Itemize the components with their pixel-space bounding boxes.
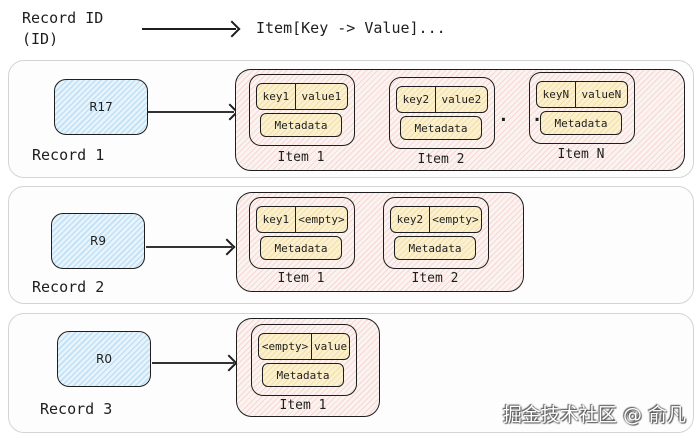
legend-id-abbrev: (ID) [22, 30, 59, 48]
metadata: Metadata [400, 116, 482, 140]
record-1-id: R17 [89, 100, 113, 114]
item-label: Item 2 [417, 152, 465, 167]
key-value-pair: key2<empty> [390, 206, 482, 233]
value: value [314, 340, 348, 353]
key-value-pair: key2 value2 [396, 86, 488, 113]
key: key1 [257, 207, 296, 232]
item-label: Item 2 [411, 271, 459, 286]
record-2-label: Record 2 [32, 278, 105, 296]
ellipsis: . . [498, 105, 549, 126]
record-2-arrow [146, 246, 232, 248]
key: key2 [397, 87, 436, 112]
record-2-item-2: key2<empty> Metadata [383, 197, 489, 269]
key: keyN [537, 82, 576, 107]
legend-record-id: Record ID [22, 9, 104, 27]
key-value-pair: keyN valueN [536, 81, 628, 108]
metadata: Metadata [540, 111, 622, 135]
key: key2 [391, 207, 430, 232]
record-2-id-box: R9 [51, 213, 145, 269]
record-3-arrow [152, 362, 234, 364]
record-1-arrow [148, 111, 234, 113]
watermark: 掘金技术社区 @ 俞凡 [502, 404, 686, 426]
metadata: Metadata [262, 363, 344, 387]
key: key1 [257, 84, 296, 109]
legend-arrow [142, 28, 236, 30]
record-2-id: R9 [90, 234, 106, 248]
value: value1 [301, 90, 342, 103]
record-3-id: R0 [96, 352, 112, 366]
record-3-items-container: <empty>value Metadata Item 1 [236, 318, 380, 417]
record-3-label: Record 3 [40, 400, 113, 418]
metadata: Metadata [260, 113, 342, 137]
value: <empty> [432, 213, 479, 226]
record-3-id-box: R0 [57, 331, 151, 387]
record-2-item-1: key1<empty> Metadata [249, 197, 355, 269]
record-1-item-n: keyN valueN Metadata [529, 72, 635, 144]
legend-item-format: Item[Key -> Value]... [256, 19, 446, 37]
value: <empty> [298, 213, 345, 226]
item-label: Item 1 [279, 398, 327, 413]
record-1-label: Record 1 [32, 146, 105, 164]
metadata: Metadata [394, 236, 476, 260]
legend-arrowhead-icon [223, 20, 241, 38]
record-3-item-1: <empty>value Metadata [251, 324, 357, 396]
record-1-item-2: key2 value2 Metadata [389, 77, 495, 149]
value: valueN [581, 88, 622, 101]
metadata: Metadata [260, 236, 342, 260]
key-value-pair: key1<empty> [256, 206, 348, 233]
key-value-pair: key1 value1 [256, 83, 348, 110]
value: value2 [441, 93, 482, 106]
record-2-items-container: key1<empty> Metadata Item 1 key2<empty> … [236, 192, 524, 292]
record-1-item-1: key1 value1 Metadata [249, 74, 355, 146]
key-value-pair: <empty>value [258, 333, 350, 360]
item-label: Item N [557, 147, 605, 162]
item-label: Item 1 [277, 150, 325, 165]
record-1-items-container: key1 value1 Metadata Item 1 key2 value2 Me… [235, 69, 685, 171]
record-1-id-box: R17 [54, 79, 148, 135]
item-label: Item 1 [277, 271, 325, 286]
key: <empty> [259, 334, 313, 359]
